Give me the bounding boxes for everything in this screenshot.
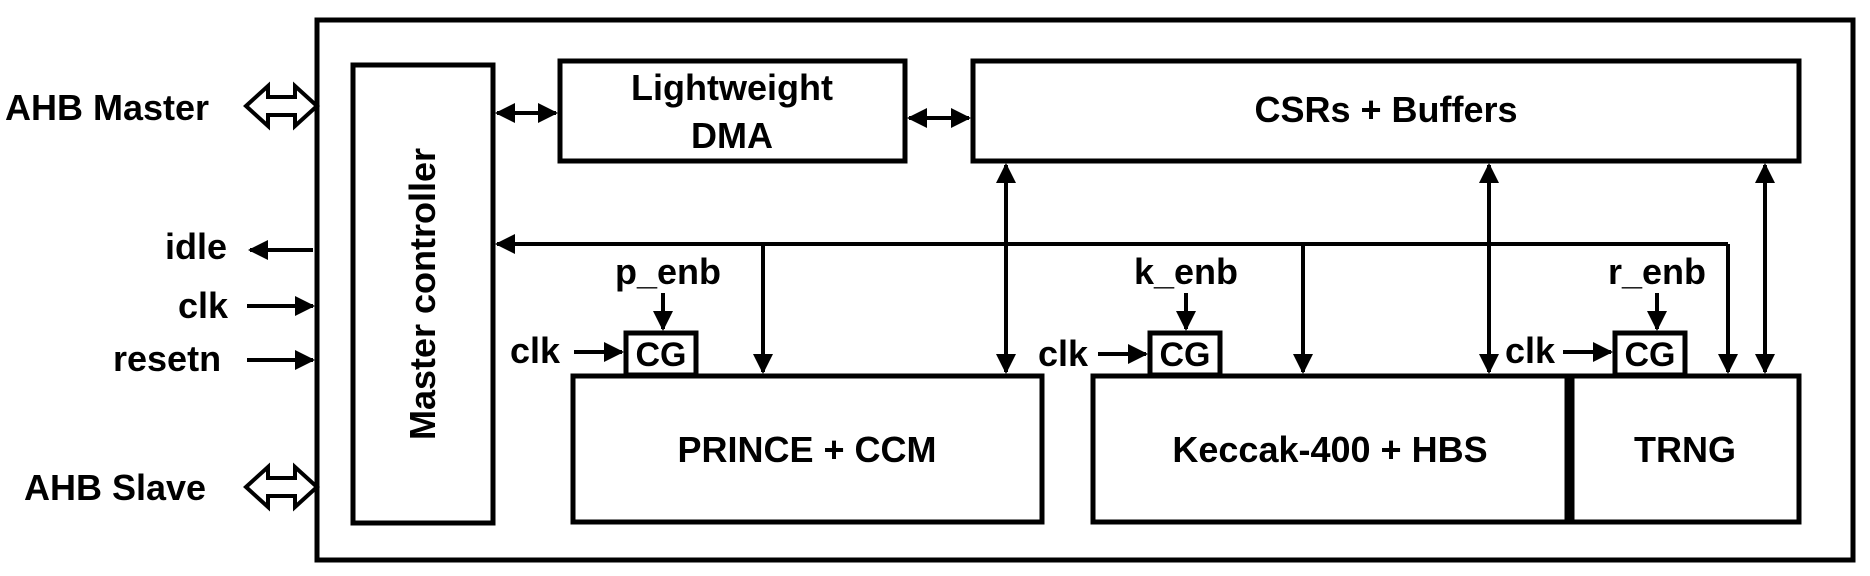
prince-ccm-block xyxy=(570,373,1045,525)
keccak-hbs-block xyxy=(1090,373,1570,525)
ahb-master-label: AHB Master xyxy=(5,87,209,128)
ahb-master-arrow xyxy=(243,81,320,131)
r-enb-label: r_enb xyxy=(1608,251,1706,292)
prince-ccm-label: PRINCE + CCM xyxy=(677,429,936,470)
ahb-slave-arrow xyxy=(243,462,320,512)
master-controller-label: Master controller xyxy=(402,148,443,440)
csrs-buffers-label: CSRs + Buffers xyxy=(1254,89,1517,130)
k-enb-label: k_enb xyxy=(1134,251,1238,292)
prince-cg-label: CG xyxy=(636,336,687,374)
dma-block xyxy=(557,58,908,164)
keccak-clk-label: clk xyxy=(1038,333,1089,374)
trng-label: TRNG xyxy=(1634,429,1736,470)
prince-clk-label: clk xyxy=(510,330,561,371)
chip-boundary xyxy=(314,17,1856,563)
trng-clk-label: clk xyxy=(1505,330,1556,371)
trng-block xyxy=(1569,373,1802,525)
idle-label: idle xyxy=(165,226,227,267)
dma-label-line1: Lightweight xyxy=(631,67,833,108)
keccak-hbs-label: Keccak-400 + HBS xyxy=(1172,429,1487,470)
clk-label: clk xyxy=(178,285,229,326)
resetn-label: resetn xyxy=(113,338,221,379)
csrs-buffers-block xyxy=(970,58,1802,164)
p-enb-label: p_enb xyxy=(615,251,721,292)
keccak-cg-label: CG xyxy=(1160,336,1211,374)
ahb-slave-label: AHB Slave xyxy=(24,467,206,508)
dma-label-line2: DMA xyxy=(691,115,773,156)
trng-cg-label: CG xyxy=(1625,336,1676,374)
master-controller-block xyxy=(350,62,496,526)
